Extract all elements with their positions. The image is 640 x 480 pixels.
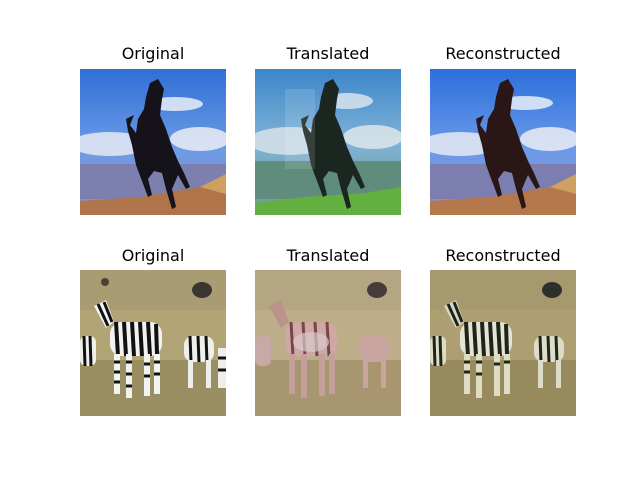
zebra-original-image	[80, 270, 226, 416]
panel-title: Translated	[286, 246, 370, 265]
horse-translated-image	[255, 69, 401, 215]
horse-original-image	[80, 69, 226, 215]
panel-title: Translated	[286, 44, 370, 63]
zebra-translated-image	[255, 270, 401, 416]
panel-title: Original	[121, 246, 185, 265]
panel-title: Reconstructed	[445, 44, 561, 63]
panel-title: Original	[121, 44, 185, 63]
horse-reconstructed-image	[430, 69, 576, 215]
zebra-reconstructed-image	[430, 270, 576, 416]
panel-title: Reconstructed	[445, 246, 561, 265]
